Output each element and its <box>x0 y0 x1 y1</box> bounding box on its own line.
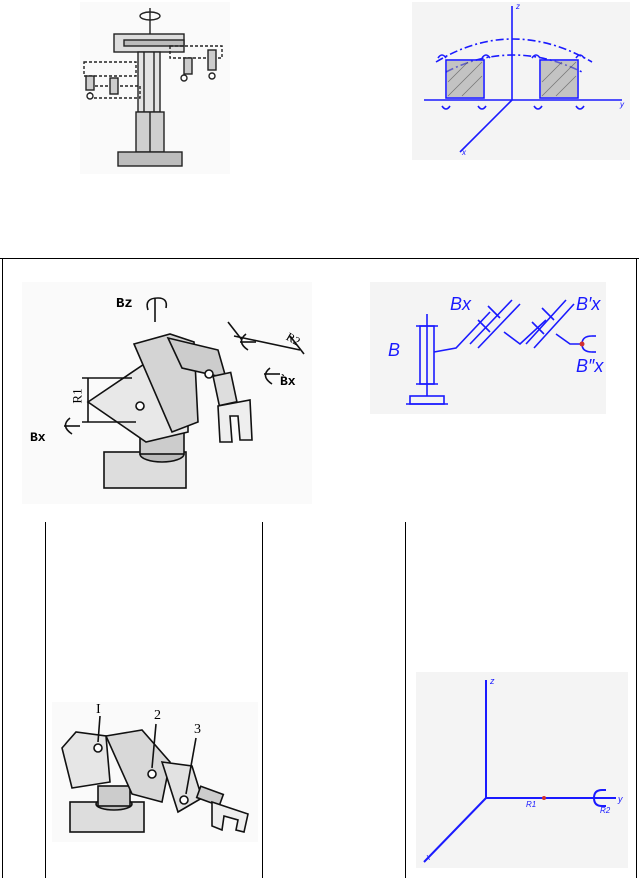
label-r2: R2 <box>600 806 611 815</box>
table-border-right <box>636 258 637 878</box>
table-divider-1 <box>45 522 46 878</box>
axis-label-x: x <box>462 148 466 157</box>
label-b-prime-x: B′x <box>576 294 601 314</box>
axis-label-z: z <box>490 676 495 686</box>
label-r1: R1 <box>526 800 537 809</box>
gantry-kinematic-diagram: z y x <box>412 2 630 160</box>
numbered-joints-arm-drawing: I 2 3 <box>52 702 258 842</box>
joint-label-3: 3 <box>194 722 201 737</box>
gantry-robot-drawing <box>80 2 230 174</box>
axis-label-y: y <box>618 794 623 804</box>
table-divider-3 <box>405 522 406 878</box>
label-r1: R1 <box>69 388 85 404</box>
label-bx-double-prime: B̀x <box>280 374 296 389</box>
axis-label-y: y <box>620 100 624 109</box>
axis-label-x: x <box>426 852 431 862</box>
joint-label-2: 2 <box>154 708 161 723</box>
coordinate-system-diagram: z y x R1 R2 <box>416 672 628 868</box>
joint-label-1: I <box>96 702 101 717</box>
articulated-kinematic-diagram: B Bx B′x B″x <box>370 282 606 414</box>
label-b-double-prime-x: B″x <box>576 356 604 376</box>
label-bz: Bz <box>116 296 133 312</box>
axis-label-z: z <box>516 2 520 11</box>
label-bx-joint: Bx <box>450 294 472 314</box>
table-border-top <box>0 258 639 259</box>
label-bx: Bx <box>30 430 46 445</box>
label-b: B <box>388 340 401 360</box>
table-border-left <box>2 258 3 878</box>
table-divider-2 <box>262 522 263 878</box>
articulated-arm-drawing: Bz R1 Bx B̀x R2 <box>22 282 312 504</box>
joint-r1-marker <box>542 796 546 800</box>
wrist-joint-marker <box>579 341 585 347</box>
